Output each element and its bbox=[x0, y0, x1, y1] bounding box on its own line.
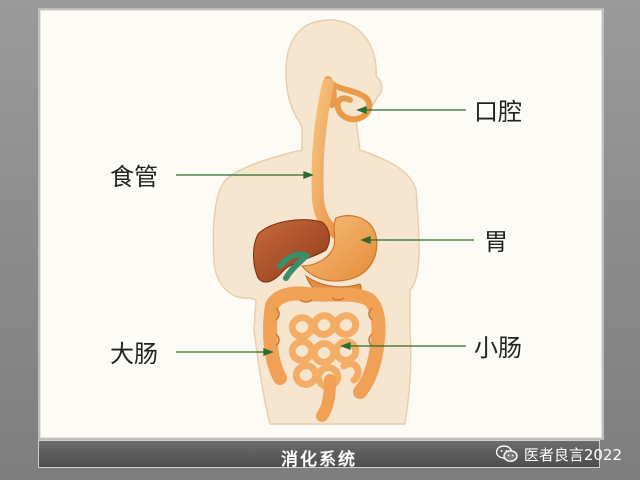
esophagus bbox=[311, 78, 350, 242]
label-large-intestine: 大肠 bbox=[110, 340, 158, 368]
arrow-head-esophagus bbox=[303, 171, 314, 179]
arrow-head-mouth bbox=[356, 106, 367, 114]
rectum bbox=[316, 374, 336, 422]
arrow-head-stomach bbox=[360, 236, 371, 244]
leader-lines bbox=[176, 106, 474, 356]
label-stomach: 胃 bbox=[484, 228, 508, 256]
label-mouth: 口腔 bbox=[474, 98, 522, 126]
gallbladder bbox=[277, 251, 312, 281]
caption-title: 消化系统 bbox=[281, 450, 357, 470]
label-esophagus: 食管 bbox=[110, 163, 158, 191]
arrow-head-small-intestine bbox=[340, 342, 351, 350]
label-small-intestine: 小肠 bbox=[474, 334, 522, 362]
oral-cavity bbox=[329, 81, 373, 123]
wechat-icon bbox=[495, 445, 518, 462]
watermark: 医者良言2022 bbox=[495, 443, 622, 465]
arrow-head-large-intestine bbox=[263, 348, 274, 356]
watermark-text: 医者良言2022 bbox=[523, 445, 622, 464]
large-intestine bbox=[263, 286, 386, 399]
large-intestine-detail bbox=[275, 297, 373, 347]
stomach bbox=[300, 215, 378, 282]
